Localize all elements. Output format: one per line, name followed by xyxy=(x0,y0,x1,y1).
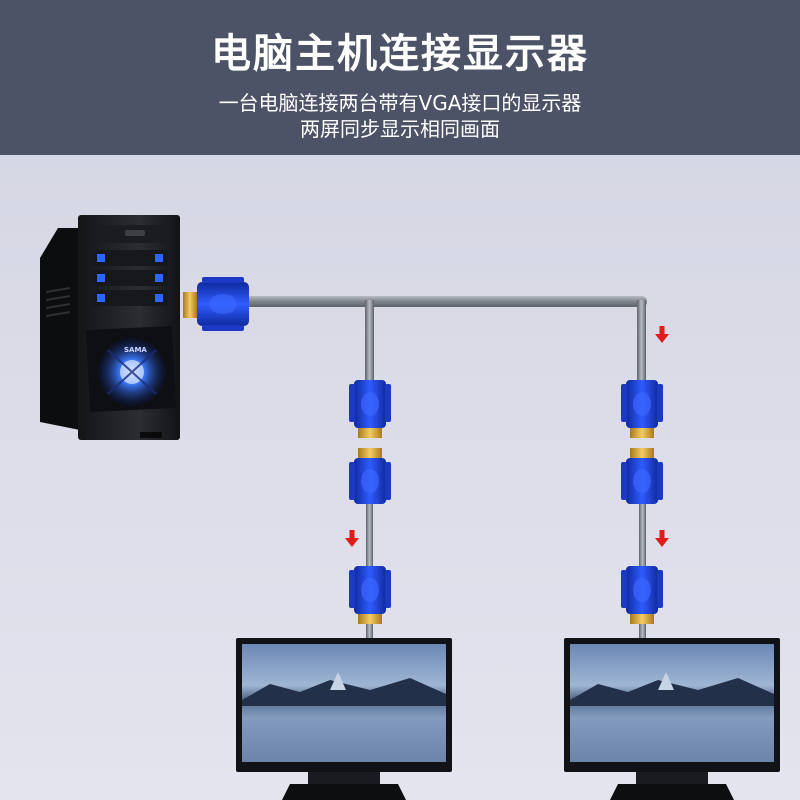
vga-connector-left-2 xyxy=(349,448,391,504)
subtitle-line-2: 两屏同步显示相同画面 xyxy=(300,117,500,141)
header-banner: 电脑主机连接显示器 一台电脑连接两台带有VGA接口的显示器 两屏同步显示相同画面 xyxy=(0,0,800,155)
vga-cable xyxy=(245,296,647,640)
monitor-icon xyxy=(236,638,452,800)
pc-brand-label: SAMA xyxy=(124,346,147,354)
down-arrow-icon xyxy=(345,530,359,547)
vga-connector-right-3 xyxy=(621,566,663,624)
page-title: 电脑主机连接显示器 xyxy=(211,31,589,77)
pc-tower-icon: SAMA xyxy=(40,215,180,440)
subtitle-line-1: 一台电脑连接两台带有VGA接口的显示器 xyxy=(218,91,582,115)
vga-connector-left-1 xyxy=(349,380,391,438)
vga-connector-left-3 xyxy=(349,566,391,624)
vga-connector-right-1 xyxy=(621,380,663,438)
vga-connector-right-2 xyxy=(621,448,663,504)
down-arrow-icon xyxy=(655,530,669,547)
down-arrow-icon xyxy=(655,326,669,343)
monitor-icon xyxy=(564,638,780,800)
vga-connector-pc xyxy=(183,277,249,331)
